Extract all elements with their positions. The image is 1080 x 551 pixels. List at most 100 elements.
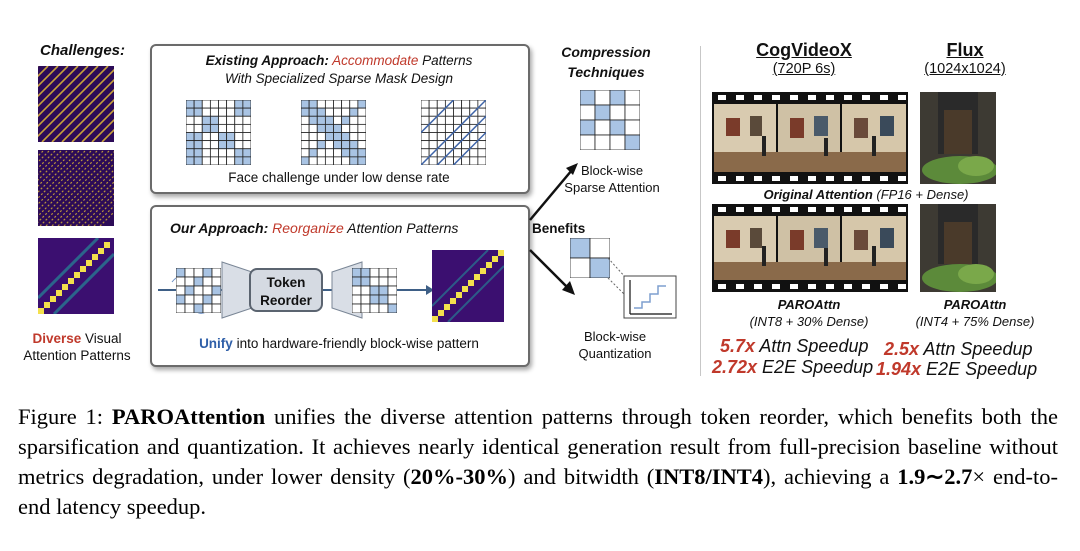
- grid-cell: [341, 100, 351, 109]
- caption-text-1: unifies the diverse attention patterns t…: [18, 404, 1058, 489]
- grid-cell: [357, 100, 366, 109]
- grid-cell: [469, 132, 479, 142]
- grid-cell: [301, 140, 310, 150]
- grid-cell: [242, 156, 251, 165]
- unify-text: Unify into hardware-friendly block-wise …: [152, 336, 526, 351]
- compression-title-line1: Compression: [561, 44, 651, 60]
- grid-cell: [624, 134, 640, 150]
- grid-cell: [469, 115, 479, 125]
- grid-cell: [349, 107, 359, 117]
- grid-cell: [301, 123, 310, 133]
- strided-line: [421, 100, 486, 165]
- grid-cell: [193, 294, 204, 305]
- sparse-mask-grid-block: [186, 100, 251, 165]
- heatmap-stripes-2: [38, 150, 114, 226]
- existing-note: Face challenge under low dense rate: [228, 170, 450, 185]
- grid-cell: [242, 148, 251, 158]
- grid-cell: [436, 123, 446, 133]
- grid-cell: [428, 107, 438, 117]
- flux-config: (INT4 + 75% Dense): [915, 314, 1035, 329]
- grid-cell: [186, 123, 195, 133]
- grid-cell: [580, 119, 596, 136]
- grid-cell: [333, 148, 343, 158]
- existing-title-colored: Accommodate: [332, 53, 419, 68]
- grid-cell: [352, 294, 362, 305]
- grid-cell: [202, 294, 213, 305]
- grid-cell: [316, 100, 326, 109]
- input-attention-grid: [176, 268, 221, 313]
- grid-cell: [352, 268, 362, 278]
- grid-cell: [349, 140, 359, 150]
- grid-cell: [186, 148, 195, 158]
- grid-cell: [461, 123, 471, 133]
- grid-cell: [226, 100, 236, 109]
- our-title-bold: Our Approach:: [170, 220, 269, 236]
- grid-cell: [324, 156, 334, 165]
- grid-cell: [226, 156, 236, 165]
- grid-cell: [453, 115, 463, 125]
- grid-cell: [324, 148, 334, 158]
- grid-cell: [242, 115, 251, 125]
- grid-cell: [218, 100, 228, 109]
- grid-cell: [341, 123, 351, 133]
- grid-cell: [218, 132, 228, 142]
- grid-cell: [242, 100, 251, 109]
- grid-cell: [234, 148, 244, 158]
- cog-e2e-label: E2E Speedup: [757, 357, 874, 377]
- heatmap-stripes-1: [38, 66, 114, 142]
- grid-cell: [594, 90, 611, 106]
- grid-cell: [234, 100, 244, 109]
- grid-cell: [341, 148, 351, 158]
- grid-cell: [421, 132, 430, 142]
- grid-cell: [316, 123, 326, 133]
- grid-cell: [209, 100, 219, 109]
- token-reorder-line2: Reorder: [260, 293, 312, 308]
- flux-attn-label: Attn Speedup: [919, 339, 1033, 359]
- grid-cell: [301, 156, 310, 165]
- grid-cell: [453, 107, 463, 117]
- grid-cell: [580, 134, 596, 150]
- grid-cell: [193, 156, 203, 165]
- quantization-plot-icon: [607, 258, 677, 319]
- grid-cell: [186, 140, 195, 150]
- grid-cell: [357, 123, 366, 133]
- grid-cell: [211, 294, 221, 305]
- sparse-label-line2: Sparse Attention: [564, 180, 660, 195]
- grid-cell: [369, 303, 380, 313]
- grid-cell: [461, 100, 471, 109]
- grid-cell: [357, 148, 366, 158]
- grid-cell: [176, 285, 186, 296]
- grid-cell: [184, 276, 195, 287]
- grid-cell: [201, 123, 211, 133]
- sparse-mask-grid-diagonal: [301, 100, 366, 165]
- compression-title: Compression Techniques: [560, 42, 652, 82]
- grid-cell: [589, 238, 610, 259]
- grid-cell: [226, 107, 236, 117]
- grid-cell: [333, 132, 343, 142]
- cog-config: (INT8 + 30% Dense): [749, 314, 869, 329]
- grid-cell: [421, 115, 430, 125]
- grid-cell: [176, 294, 186, 305]
- grid-cell: [369, 285, 380, 296]
- flux-e2e-speedup: 1.94x E2E Speedup: [876, 359, 1037, 380]
- grid-cell: [341, 156, 351, 165]
- grid-cell: [324, 115, 334, 125]
- cogvideox-method-label: PAROAttn (INT8 + 30% Dense): [724, 296, 894, 330]
- grid-cell: [242, 140, 251, 150]
- caption-bitwidth: INT8/INT4: [654, 464, 764, 489]
- grid-cell: [444, 107, 454, 117]
- grid-cell: [226, 140, 236, 150]
- grid-cell: [308, 100, 318, 109]
- grid-cell: [436, 132, 446, 142]
- grid-cell: [357, 107, 366, 117]
- reordered-heatmap: [432, 250, 504, 322]
- grid-cell: [477, 107, 486, 117]
- grid-cell: [184, 285, 195, 296]
- grid-cell: [202, 268, 213, 278]
- grid-cell: [594, 104, 611, 121]
- grid-cell: [341, 140, 351, 150]
- grid-cell: [594, 119, 611, 136]
- grid-cell: [226, 123, 236, 133]
- sparse-mask-grid-strided: [421, 100, 486, 165]
- caption-density: 20%-30%: [410, 464, 509, 489]
